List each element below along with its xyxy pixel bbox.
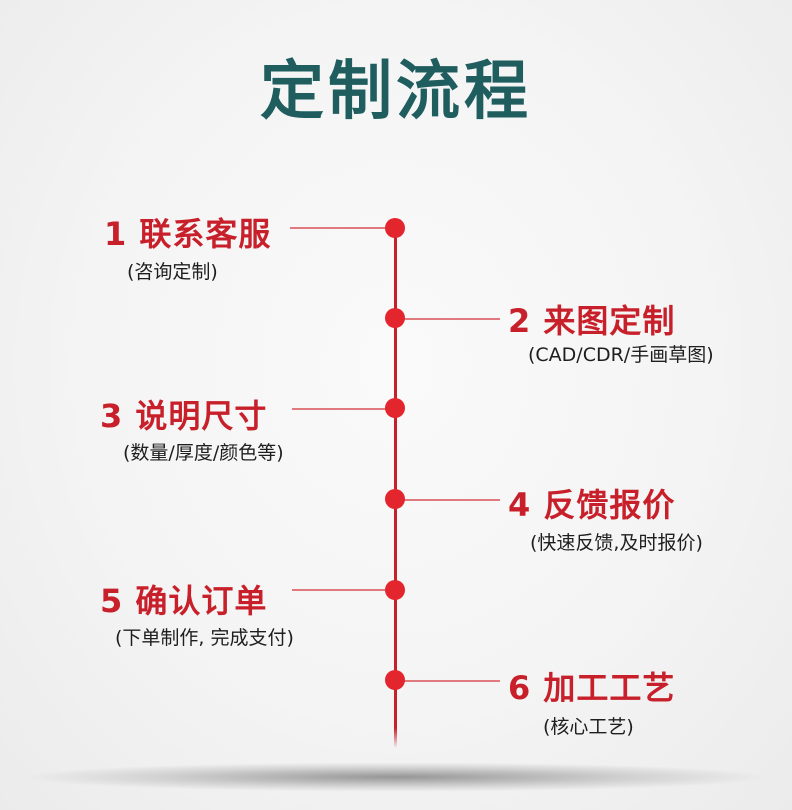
step-4-subtitle: (快速反馈,及时报价)	[530, 532, 703, 554]
step-3-dot	[385, 398, 405, 418]
step-5-dot	[385, 580, 405, 600]
step-6-title: 6 加工工艺	[508, 669, 676, 707]
step-2-subtitle: (CAD/CDR/手画草图)	[528, 344, 714, 366]
step-6-subtitle: (核心工艺)	[543, 716, 634, 738]
step-5-title: 5 确认订单	[100, 582, 268, 620]
step-2-connector	[400, 318, 500, 320]
step-4-connector	[400, 499, 500, 501]
step-3-subtitle: (数量/厚度/颜色等)	[123, 442, 284, 464]
step-5-connector	[292, 589, 392, 591]
step-1-connector	[290, 227, 390, 229]
step-5-subtitle: (下单制作, 完成支付)	[115, 627, 294, 649]
page-title: 定制流程	[260, 55, 532, 129]
step-3-title: 3 说明尺寸	[100, 397, 268, 435]
step-1-subtitle: (咨询定制)	[127, 261, 218, 283]
bottom-shadow	[20, 762, 772, 792]
step-2-title: 2 来图定制	[508, 302, 676, 340]
step-2-dot	[385, 308, 405, 328]
step-3-connector	[292, 408, 392, 410]
step-6-dot	[385, 670, 405, 690]
timeline-spine	[394, 228, 397, 728]
step-4-title: 4 反馈报价	[508, 486, 676, 524]
timeline-spine-tail	[394, 728, 397, 748]
step-4-dot	[385, 489, 405, 509]
step-1-title: 1 联系客服	[104, 215, 272, 253]
step-1-dot	[385, 218, 405, 238]
step-6-connector	[400, 680, 500, 682]
